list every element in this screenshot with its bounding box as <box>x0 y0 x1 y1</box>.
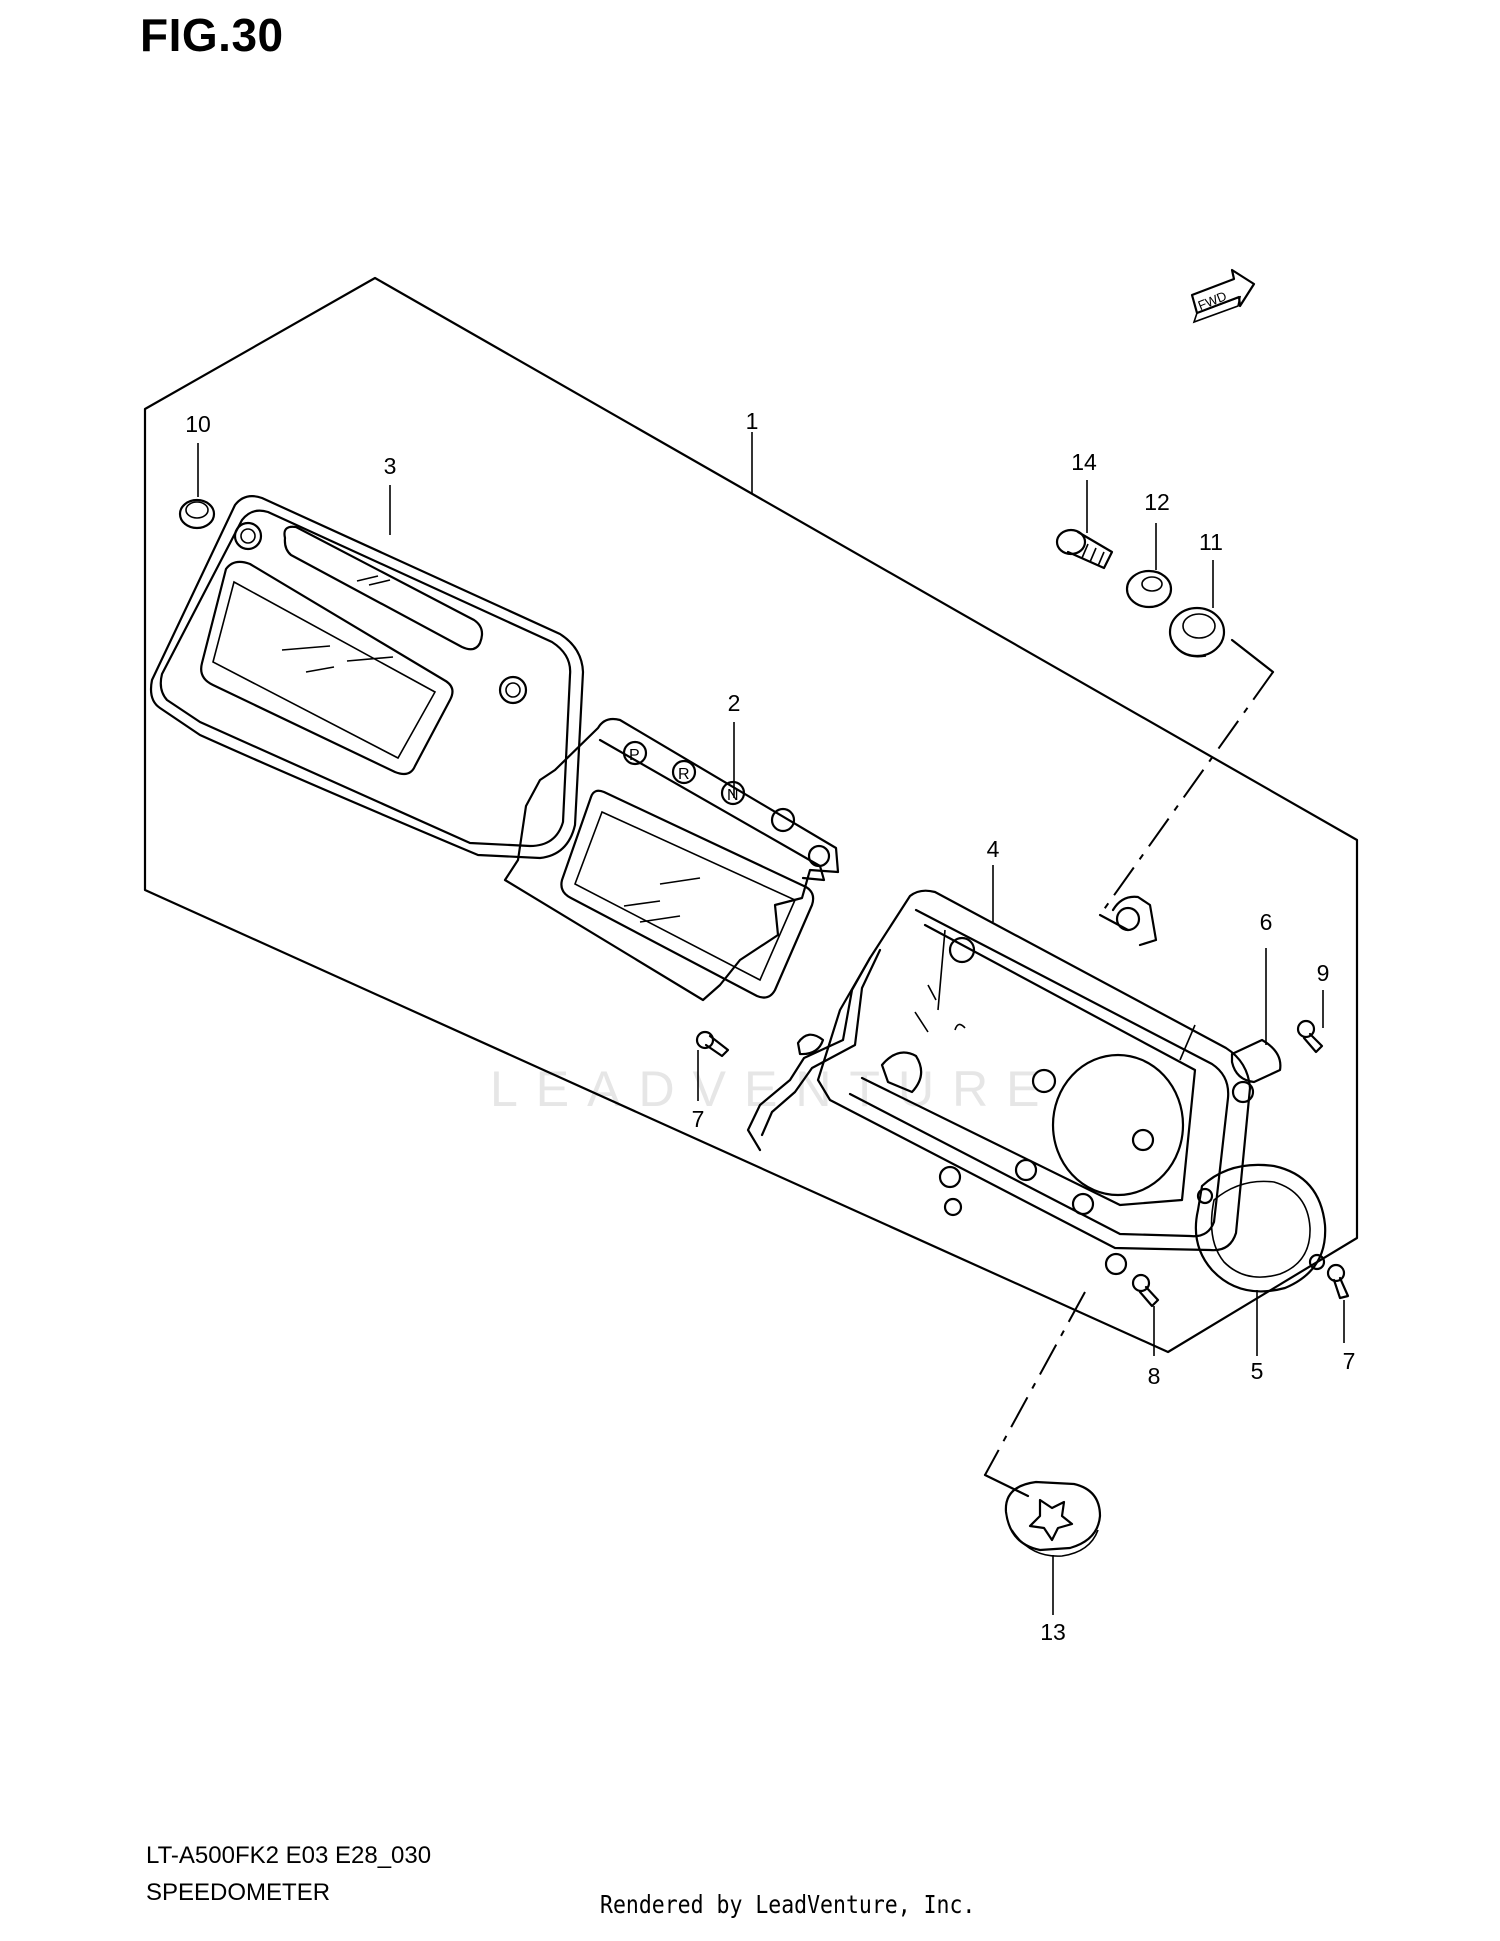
callout-2: 2 <box>728 690 741 716</box>
callout-7-left: 7 <box>692 1106 705 1132</box>
alignment-line-upper <box>1099 671 1274 916</box>
callout-14: 14 <box>1071 449 1097 475</box>
watermark-text: LEADVENTURE <box>490 1061 1058 1117</box>
leader-lines <box>197 432 1345 1615</box>
callout-11: 11 <box>1199 529 1223 555</box>
part-7-screw-left <box>695 1030 730 1058</box>
figure-title: FIG.30 <box>140 9 284 61</box>
part-5-gasket <box>1194 1163 1327 1293</box>
model-code: LT-A500FK2 E03 E28_030 <box>146 1842 432 1869</box>
callout-5: 5 <box>1251 1358 1264 1384</box>
alignment-line-lower <box>984 1291 1086 1476</box>
fwd-arrow-icon: FWD <box>1190 268 1256 324</box>
assembly-boundary <box>143 276 1359 1354</box>
alignment-leader-upper-end <box>1098 913 1130 932</box>
part-8-screw <box>1131 1273 1160 1308</box>
part-3-meter-bezel <box>149 495 585 860</box>
part-10-grommet <box>178 498 216 530</box>
callout-3: 3 <box>384 453 397 479</box>
indicator-r-label: R <box>678 766 690 783</box>
part-12-washer <box>1125 569 1173 609</box>
part-9-screw <box>1296 1019 1324 1054</box>
callout-4: 4 <box>987 836 1000 862</box>
callout-6: 6 <box>1260 909 1273 935</box>
part-13-socket <box>1004 1480 1102 1557</box>
callout-10: 10 <box>185 411 211 437</box>
indicator-p-label: P <box>629 747 640 764</box>
callout-9: 9 <box>1317 960 1330 986</box>
render-credit: Rendered by LeadVenture, Inc. <box>600 1890 976 1919</box>
figure-caption: SPEEDOMETER <box>146 1879 331 1906</box>
callout-8: 8 <box>1148 1363 1161 1389</box>
alignment-leader-upper <box>1230 638 1275 674</box>
alignment-leader-lower <box>983 1473 1030 1498</box>
part-7-screw-right <box>1326 1263 1350 1300</box>
callout-7-right: 7 <box>1343 1348 1356 1374</box>
callout-13: 13 <box>1040 1619 1066 1645</box>
part-11-grommet <box>1168 606 1226 658</box>
callout-1: 1 <box>746 408 759 434</box>
part-4-meter-case <box>816 889 1255 1276</box>
part-14-bolt <box>1055 528 1114 570</box>
indicator-n-label: N <box>727 787 739 804</box>
part-2-indicator-panel: P R N <box>503 717 882 1152</box>
part-6-clamp <box>1179 1024 1282 1084</box>
callout-12: 12 <box>1144 489 1170 515</box>
